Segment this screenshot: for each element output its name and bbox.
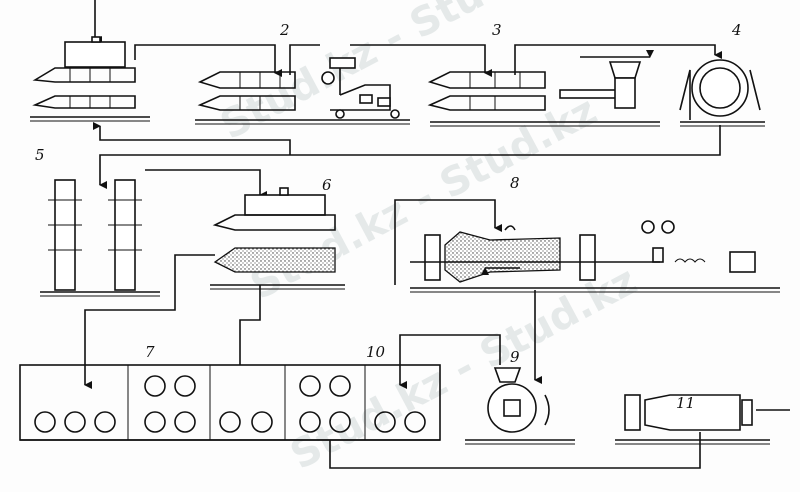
station-11-hydraulic-test: 11	[615, 394, 790, 445]
label-4: 4	[731, 21, 742, 39]
label-9: 9	[510, 348, 520, 366]
station-4-centrifuge: 4	[679, 21, 765, 127]
label-6: 6	[322, 176, 332, 194]
station-6-steaming-mold: 6	[210, 176, 345, 290]
label-11: 11	[676, 394, 695, 412]
svg-text:Stud.kz - Stud.kz: Stud.kz - Stud.kz	[283, 258, 644, 479]
label-10: 10	[366, 343, 386, 361]
station-7-10-steam-chambers: 7 10	[19, 343, 441, 441]
station-3-concreting: 3	[427, 21, 660, 127]
label-3: 3	[492, 21, 502, 39]
label-5: 5	[35, 146, 45, 164]
station-1-mold-assembly	[30, 0, 150, 122]
station-2-reinforcement: 2	[195, 21, 410, 125]
label-8: 8	[510, 174, 520, 192]
label-2: 2	[279, 21, 290, 39]
label-7: 7	[145, 343, 155, 361]
station-5-vertical-molds: 5	[35, 146, 267, 297]
station-8-winding-machine: 8	[394, 174, 780, 384]
station-9-coating-machine: 9	[465, 348, 575, 445]
